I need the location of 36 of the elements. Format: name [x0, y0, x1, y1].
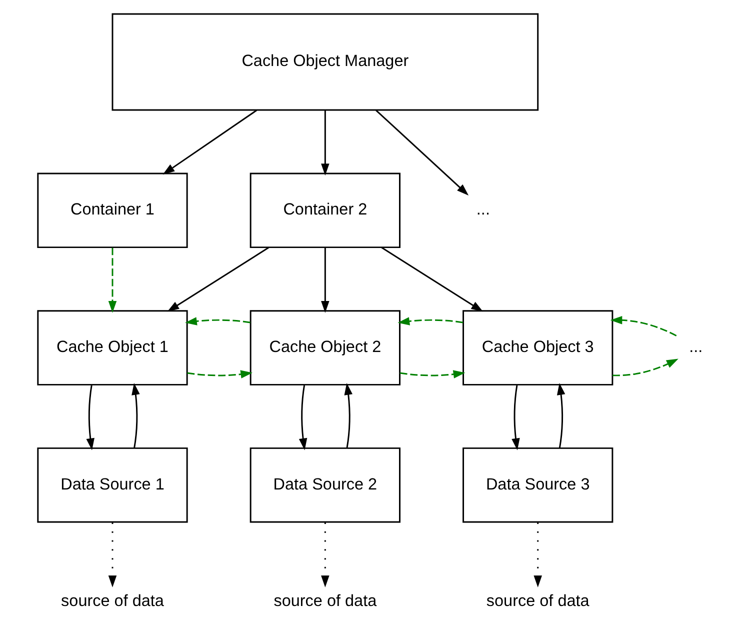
node-box: Cache Object 2: [250, 310, 400, 386]
arrow: [187, 370, 252, 378]
node-box: Data Source 2: [250, 447, 400, 523]
node-box: Data Source 1: [37, 447, 188, 523]
arrow: [381, 246, 484, 312]
node-box: Data Source 3: [462, 447, 614, 523]
node-box: Container 2: [250, 172, 400, 248]
arrow: [108, 522, 117, 588]
arrow: [512, 385, 520, 450]
arrow: [534, 522, 542, 588]
node-text: source of data: [274, 592, 377, 610]
arrow: [398, 317, 464, 326]
arrow: [298, 385, 308, 450]
arrow: [321, 110, 330, 176]
arrow: [321, 522, 330, 588]
arrow: [344, 383, 352, 448]
arrow: [167, 246, 270, 312]
node-box: Cache Object 1: [37, 310, 188, 386]
node-box: Cache Object Manager: [112, 13, 539, 111]
arrow: [376, 110, 469, 196]
arrow: [612, 358, 678, 376]
arrow: [610, 316, 677, 336]
arrow: [162, 110, 258, 174]
arrow: [400, 370, 466, 378]
node-text: ...: [476, 200, 490, 219]
node-text: source of data: [61, 592, 164, 610]
arrow: [556, 383, 566, 448]
node-text: ...: [689, 338, 703, 356]
node-box: Container 1: [37, 172, 188, 248]
arrow: [185, 317, 250, 326]
node-text: source of data: [486, 592, 590, 610]
arrow: [132, 383, 140, 448]
arrow: [321, 248, 330, 313]
arrow: [86, 385, 94, 450]
arrow: [108, 248, 117, 313]
node-box: Cache Object 3: [462, 310, 614, 386]
